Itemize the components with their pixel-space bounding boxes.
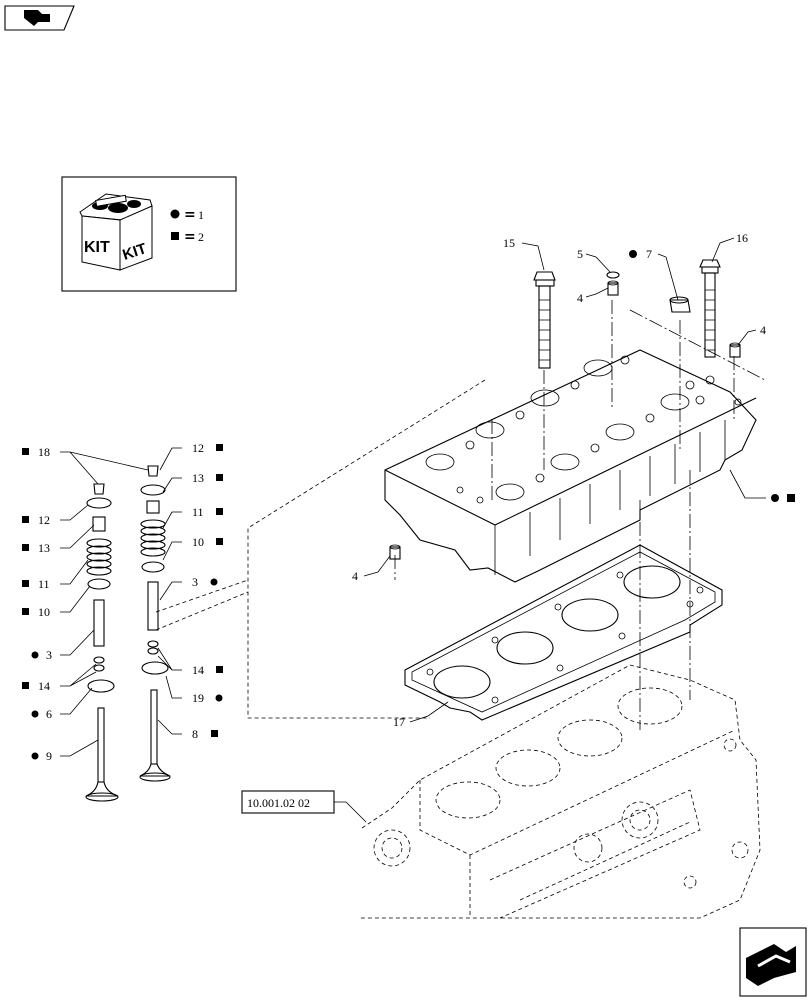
leader-lines [60, 237, 766, 757]
equals-sign: = [184, 207, 196, 223]
circle-symbol-icon [31, 710, 39, 718]
reference-box-text[interactable]: 10.001.02 02 [247, 796, 310, 810]
square-symbol-icon [22, 608, 29, 615]
engine-block [360, 664, 761, 919]
callout-3: 3 [46, 648, 52, 662]
square-symbol-icon [787, 494, 795, 502]
head-gasket-17 [404, 544, 723, 721]
callout-4: 4 [577, 291, 583, 305]
callout-4: 4 [352, 569, 358, 583]
callout-10: 10 [192, 535, 204, 549]
callout-6: 6 [46, 707, 52, 721]
cap-7 [669, 296, 691, 313]
callout-labels: 15 5 4 7 16 4 4 17 18 12 13 11 10 3 14 6… [22, 231, 795, 763]
valve-seal-14 [93, 656, 105, 672]
valve-seat-6 [87, 679, 115, 693]
dowel-4-right [729, 342, 741, 358]
valve-spring-11 [86, 538, 112, 576]
legend-row-square: = 2 [171, 229, 204, 245]
circle-symbol-icon [629, 250, 637, 258]
square-symbol-icon [216, 444, 223, 451]
callout-12: 12 [38, 513, 50, 527]
spring-seat-10 [87, 578, 111, 590]
right-valve-stack [139, 465, 171, 782]
dowel-4-top [607, 280, 619, 296]
circle-symbol-icon [31, 752, 39, 760]
callout-16: 16 [736, 231, 748, 245]
legend-circle-value: 1 [198, 208, 204, 222]
callout-18: 18 [38, 445, 50, 459]
washer-5 [606, 271, 620, 279]
bolt-16 [699, 259, 721, 358]
callout-14: 14 [192, 663, 204, 677]
circle-symbol-icon [771, 494, 779, 502]
square-symbol-icon [216, 666, 223, 673]
circle-symbol-icon [210, 578, 218, 586]
square-symbol-icon [171, 232, 179, 240]
equals-sign: = [184, 229, 196, 245]
callout-3: 3 [192, 575, 198, 589]
callout-7: 7 [646, 247, 652, 261]
callout-15: 15 [503, 236, 515, 250]
square-symbol-icon [216, 508, 223, 515]
square-symbol-icon [22, 580, 29, 587]
reference-link[interactable]: 10.001.02 02 [241, 790, 367, 823]
valve-9 [85, 707, 119, 802]
callout-17: 17 [393, 715, 405, 729]
spring-cap-12 [86, 497, 112, 509]
callout-13: 13 [192, 471, 204, 485]
left-valve-stack [85, 483, 119, 802]
assembly-guide-lines [155, 300, 766, 730]
callout-19: 19 [192, 691, 204, 705]
valve-guide-3 [93, 599, 105, 647]
square-symbol-icon [22, 682, 29, 689]
callout-12: 12 [192, 441, 204, 455]
callout-10: 10 [38, 605, 50, 619]
callout-4: 4 [760, 323, 766, 337]
cylinder-head [384, 349, 757, 583]
callout-11: 11 [38, 577, 50, 591]
circle-symbol-icon [170, 209, 180, 219]
callout-14: 14 [38, 679, 50, 693]
square-symbol-icon [211, 730, 218, 737]
callout-13: 13 [38, 541, 50, 555]
callout-5: 5 [577, 247, 583, 261]
square-symbol-icon [22, 516, 29, 523]
back-arrow-icon[interactable] [4, 5, 75, 31]
callout-9: 9 [46, 749, 52, 763]
callout-11: 11 [192, 505, 204, 519]
square-symbol-icon [216, 538, 223, 545]
dowel-4-left [389, 544, 401, 560]
bolt-15 [533, 271, 556, 369]
kit-left-text: KIT [84, 239, 110, 256]
square-symbol-icon [22, 448, 29, 455]
kit-right-text: KIT [121, 240, 149, 264]
kit-legend: KIT KIT = 1 = 2 [61, 176, 237, 292]
valve-cotter-18 [93, 483, 105, 495]
square-symbol-icon [216, 474, 223, 481]
circle-symbol-icon [31, 651, 39, 659]
next-arrow-icon[interactable] [739, 927, 807, 997]
head-ports [425, 355, 742, 504]
legend-row-circle: = 1 [170, 207, 204, 223]
legend-square-value: 2 [198, 230, 204, 244]
kit-box-icon: KIT KIT [79, 193, 153, 271]
square-symbol-icon [22, 544, 29, 551]
circle-symbol-icon [215, 694, 223, 702]
valve-seal-13 [92, 516, 106, 532]
callout-8: 8 [192, 727, 198, 741]
